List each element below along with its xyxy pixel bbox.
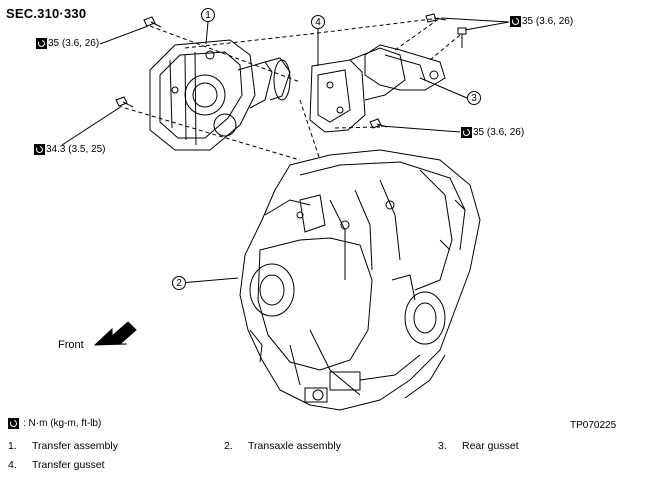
callout-2: 2 <box>172 276 186 290</box>
units-legend: : N·m (kg-m, ft-lb) <box>8 418 101 429</box>
part-name: Transaxle assembly <box>248 440 341 452</box>
leader-bolt-e <box>380 125 461 133</box>
parts-list-row-2: 4. Transfer gusset <box>8 459 105 471</box>
part-name: Transfer assembly <box>32 440 118 452</box>
torque-value: 35 (3.6, 26) <box>473 127 525 138</box>
rear-gusset-shape <box>364 44 446 91</box>
leader-bolt-a <box>99 25 149 45</box>
transaxle-assembly-shape <box>239 149 481 411</box>
transfer-gusset-shape <box>309 47 406 133</box>
parts-list-item: 2. Transaxle assembly <box>224 440 438 452</box>
section-reference: SEC.310·330 <box>6 6 87 21</box>
front-arrow-icon <box>93 321 137 346</box>
parts-list-item: 1. Transfer assembly <box>8 440 224 452</box>
front-direction-label: Front <box>58 339 84 351</box>
torque-value: 34.3 (3.5, 25) <box>46 144 106 155</box>
leader-2 <box>179 277 239 284</box>
torque-spec-transfer-lower: 34.3 (3.5, 25) <box>34 144 105 155</box>
parts-list-row-1: 1. Transfer assembly 2. Transaxle assemb… <box>8 440 519 452</box>
leader-bolt-b <box>440 17 510 23</box>
torque-value: 35 (3.6, 26) <box>522 16 574 27</box>
leader-3 <box>419 77 468 99</box>
part-name: Transfer gusset <box>32 459 105 471</box>
parts-list-item: 4. Transfer gusset <box>8 459 105 471</box>
callout-1: 1 <box>201 8 215 22</box>
assembly-lines <box>124 17 461 161</box>
callout-3: 3 <box>467 91 481 105</box>
torque-value: 35 (3.6, 26) <box>48 38 100 49</box>
part-number: 1. <box>8 440 17 452</box>
part-number: 2. <box>224 440 233 452</box>
torque-wrench-icon <box>8 418 19 429</box>
leader-1 <box>205 21 209 45</box>
torque-wrench-icon <box>36 38 47 49</box>
leader-bolt-c <box>464 21 510 31</box>
torque-wrench-icon <box>34 144 45 155</box>
torque-spec-transfer-gusset: 35 (3.6, 26) <box>461 127 524 138</box>
parts-list-item: 3. Rear gusset <box>438 440 519 452</box>
units-legend-text: : N·m (kg-m, ft-lb) <box>23 418 102 429</box>
part-number: 3. <box>438 440 447 452</box>
part-number: 4. <box>8 459 17 471</box>
callout-4: 4 <box>311 15 325 29</box>
torque-wrench-icon <box>510 16 521 27</box>
transfer-assembly-shape <box>149 39 291 151</box>
leader-bolt-d <box>61 105 123 146</box>
figure-code: TP070225 <box>570 420 617 431</box>
bolt-shapes <box>115 13 467 129</box>
part-name: Rear gusset <box>462 440 519 452</box>
torque-spec-transfer: 35 (3.6, 26) <box>36 38 99 49</box>
torque-spec-rear-gusset: 35 (3.6, 26) <box>510 16 573 27</box>
torque-wrench-icon <box>461 127 472 138</box>
